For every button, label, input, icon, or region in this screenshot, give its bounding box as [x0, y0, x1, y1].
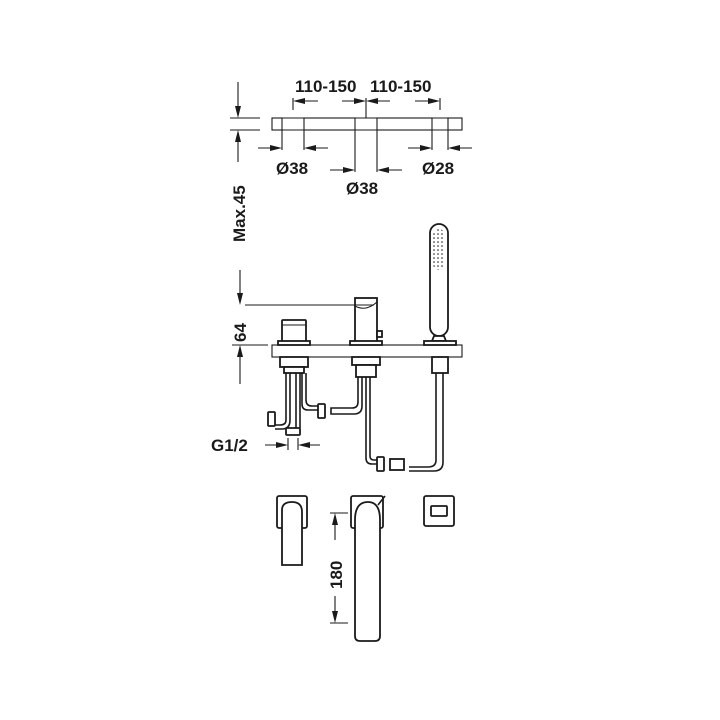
left-underbody [279, 356, 309, 368]
mixer-base [349, 340, 383, 346]
height-label: 64 [231, 323, 250, 342]
deck-segment [447, 117, 463, 131]
left-underbody-lower [283, 366, 305, 374]
deck-segment [303, 117, 356, 131]
top-view: 110-150 110-150 Ø38 Ø38 Ø28 Max.45 [230, 77, 472, 242]
hole-right-label: Ø28 [422, 159, 454, 178]
spacing-right-label: 110-150 [370, 77, 431, 96]
mixer-lever-stub [376, 330, 383, 338]
shower-base [423, 340, 457, 346]
inlet-connector-left [267, 411, 276, 427]
diverter-handle [281, 319, 307, 343]
center-underbody [351, 356, 381, 366]
deck-thickness-label: Max.45 [230, 185, 249, 242]
spout-length-label: 180 [327, 561, 346, 589]
shower-spray-face [433, 229, 445, 270]
thread-label: G1/2 [211, 436, 248, 455]
deck-segment [271, 117, 283, 131]
spacing-left-label: 110-150 [295, 77, 356, 96]
right-underbody [431, 356, 449, 374]
front-view: 180 [276, 495, 455, 642]
spout-front [354, 501, 381, 642]
hose-nut [389, 458, 405, 471]
outlet-connector [285, 427, 301, 436]
hose-connector [376, 456, 385, 472]
shower-holder-top [430, 505, 448, 517]
inlet-connector-right [317, 403, 326, 419]
handle-base [277, 340, 311, 346]
side-view: 64 G1/2 [211, 223, 463, 472]
deck-segment [376, 117, 433, 131]
hole-center-label: Ø38 [346, 179, 378, 198]
diverter-handle-front [281, 501, 303, 566]
deck-section [271, 344, 463, 358]
hole-left-label: Ø38 [276, 159, 308, 178]
center-underbody-lower [355, 364, 377, 378]
